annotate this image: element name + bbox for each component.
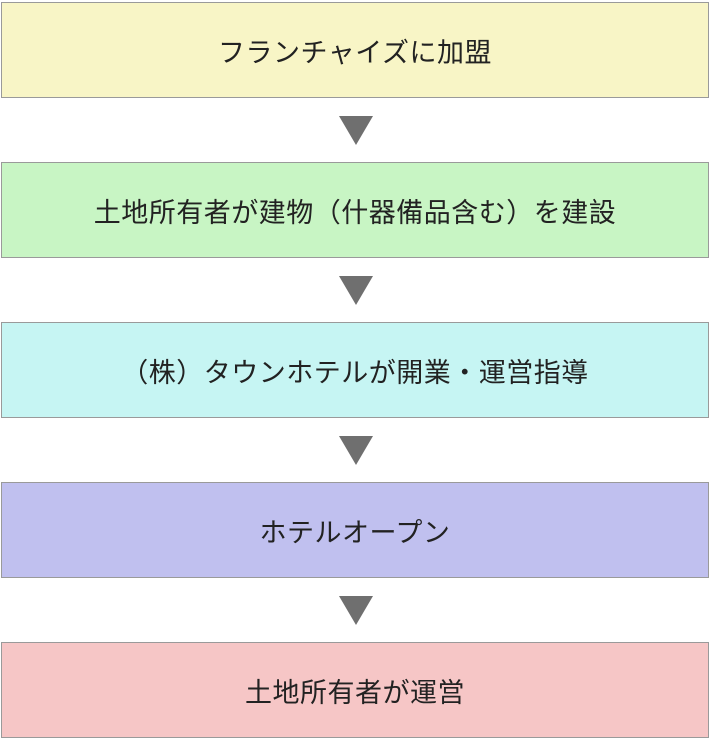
step-label: （株）タウンホテルが開業・運営指導 <box>121 357 589 389</box>
step-label: ホテルオープン <box>259 517 451 549</box>
down-arrow-icon <box>339 276 373 305</box>
step-label: 土地所有者が運営 <box>245 677 465 709</box>
flow-step-hotel-open: ホテルオープン <box>1 482 709 578</box>
step-label: フランチャイズに加盟 <box>218 37 492 69</box>
step-label: 土地所有者が建物（什器備品含む）を建設 <box>93 197 617 229</box>
flow-step-owner-operates: 土地所有者が運営 <box>1 642 709 738</box>
flow-step-construction: 土地所有者が建物（什器備品含む）を建設 <box>1 162 709 258</box>
flow-step-guidance: （株）タウンホテルが開業・運営指導 <box>1 322 709 418</box>
down-arrow-icon <box>339 436 373 465</box>
flow-step-franchise: フランチャイズに加盟 <box>1 2 709 98</box>
down-arrow-icon <box>339 596 373 625</box>
down-arrow-icon <box>339 116 373 145</box>
